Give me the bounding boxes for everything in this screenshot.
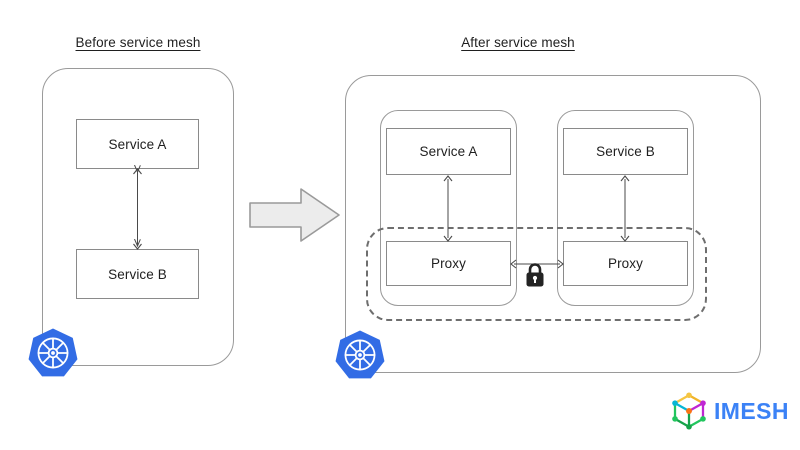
kubernetes-icon [335, 330, 385, 379]
kubernetes-icon [28, 328, 78, 377]
lock-icon [526, 263, 544, 287]
service-b-box-after[interactable]: Service B [563, 128, 688, 175]
cluster-boundary-before [42, 68, 234, 366]
service-b-box-before[interactable]: Service B [76, 249, 199, 299]
panel-title-before: Before service mesh [75, 35, 201, 50]
proxy-b-box[interactable]: Proxy [563, 241, 688, 286]
service-a-box-after[interactable]: Service A [386, 128, 511, 175]
imesh-logo: IMESH [668, 389, 789, 433]
service-a-box-before[interactable]: Service A [76, 119, 199, 169]
proxy-a-box[interactable]: Proxy [386, 241, 511, 286]
panel-title-after: After service mesh [461, 35, 575, 50]
arrow-right-icon [249, 188, 340, 242]
imesh-wordmark: IMESH [714, 397, 789, 424]
imesh-cube-icon [672, 392, 706, 430]
